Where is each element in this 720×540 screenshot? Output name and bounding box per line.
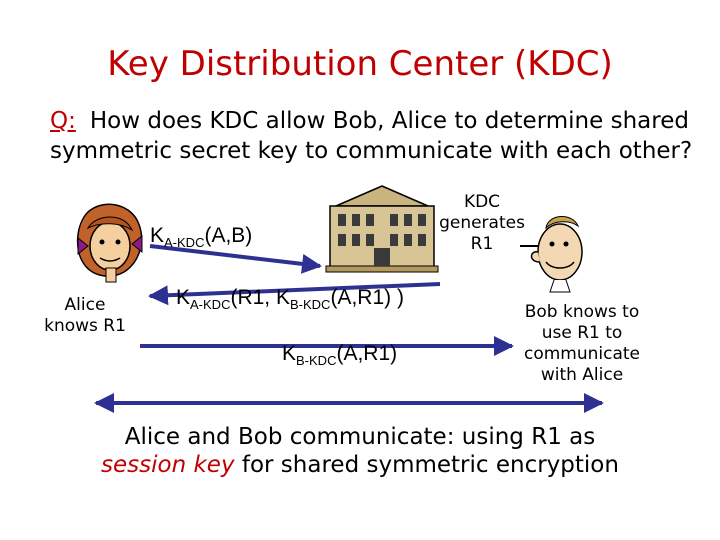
message-2-body-a: (R1, K: [230, 286, 290, 309]
message-3-key: K: [282, 342, 297, 365]
bob-note-line: communicate: [523, 344, 641, 364]
conclusion-line-1: Alice and Bob communicate: using R1 as: [124, 424, 596, 450]
kdc-note-line: KDC: [463, 192, 501, 212]
message-1: KA-KDC(A,B): [150, 224, 252, 250]
kdc-note-line: R1: [470, 234, 494, 254]
message-2-body-b: (A,R1) ): [330, 286, 404, 309]
question-text-1: How does KDC allow Bob, Alice to determi…: [89, 108, 689, 134]
session-key-term: session key: [101, 452, 235, 478]
message-3-body: (A,R1): [336, 342, 398, 365]
message-3: KB-KDC(A,R1): [282, 342, 397, 368]
conclusion-line-2-rest: for shared symmetric encryption: [234, 452, 619, 478]
question-line-1: Q: How does KDC allow Bob, Alice to deter…: [50, 108, 689, 134]
bob-note: Bob knows to use R1 to communicate with …: [522, 302, 642, 386]
message-1-body: (A,B): [204, 224, 253, 247]
message-2-key-a-sub: A-KDC: [190, 297, 231, 312]
bob-note-line: use R1 to: [541, 323, 623, 343]
slide-title: Key Distribution Center (KDC): [107, 44, 613, 84]
message-2: KA-KDC(R1, KB-KDC(A,R1) ): [176, 286, 404, 312]
message-2-key-a: K: [176, 286, 191, 309]
question-label: Q:: [50, 108, 76, 134]
conclusion-line-2: session key for shared symmetric encrypt…: [0, 452, 720, 478]
kdc-note: KDC generates R1: [432, 192, 532, 255]
arrow-alice-to-kdc: [149, 244, 322, 274]
alice-note-line: Alice: [64, 295, 106, 315]
bob-note-line: Bob knows to: [524, 302, 640, 322]
message-1-key: K: [150, 224, 165, 247]
alice-face-icon: [76, 203, 143, 283]
bob-note-line: with Alice: [540, 365, 624, 385]
alice-note-line: knows R1: [44, 316, 126, 336]
kdc-note-line: generates: [439, 213, 525, 233]
message-1-key-sub: A-KDC: [164, 235, 205, 250]
arrow-kdc-to-alice: [148, 282, 441, 306]
alice-note: Alice knows R1: [30, 295, 140, 337]
question-line-2: symmetric secret key to communicate with…: [50, 138, 693, 164]
bob-face-icon: [520, 216, 583, 293]
message-2-key-b-sub: B-KDC: [289, 297, 331, 312]
kdc-building-icon: [325, 185, 439, 273]
message-3-key-sub: B-KDC: [296, 353, 337, 368]
